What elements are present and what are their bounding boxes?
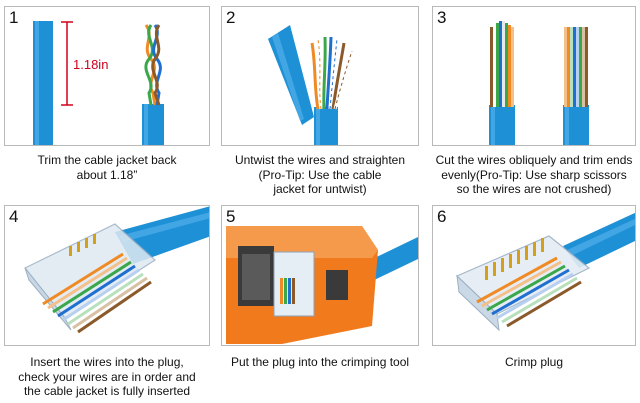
wires-even-trim (564, 27, 588, 107)
step-3: 3 (432, 6, 636, 196)
step-5: 5 Put the plug into the crimping tool (221, 205, 419, 401)
step-6: 6 (432, 205, 636, 401)
step-3-panel: 3 (432, 6, 636, 146)
step-6-panel: 6 (432, 205, 636, 346)
step-2-panel: 2 (221, 6, 419, 146)
step-4-illustration (24, 206, 209, 334)
step-5-number: 5 (226, 207, 236, 226)
caption-line: the cable jacket is fully inserted (23, 384, 191, 398)
step-3-illustration (489, 21, 589, 145)
step-6-illustration (455, 212, 635, 332)
step-1: 1 1.18in Trim the cable jacket back abou… (4, 6, 210, 191)
step-4-panel: 4 (4, 205, 210, 346)
caption-line: (Pro-Tip: Use the cable (258, 167, 382, 182)
crimped-wires (476, 256, 582, 328)
step-5-illustration (226, 226, 418, 344)
step-4-number: 4 (9, 207, 19, 226)
caption-line: Cut the wires obliquely and trim ends (435, 153, 633, 167)
step-3-caption: Cut the wires obliquely and trim ends ev… (432, 153, 636, 197)
step-6-caption: Crimp plug (432, 355, 636, 370)
caption-line: jacket for untwist) (273, 182, 367, 196)
measure-label: 1.18in (73, 57, 108, 72)
step-1-number: 1 (9, 8, 19, 27)
caption-line: Put the plug into the crimping tool (230, 355, 410, 369)
caption-line: Untwist the wires and straighten (234, 153, 406, 167)
step-1-panel: 1 1.18in (4, 6, 210, 146)
caption-line: check your wires are in order and (18, 369, 196, 384)
caption-line: about 1.18” (76, 167, 138, 182)
plug-contacts (69, 234, 96, 256)
step-4-caption: Insert the wires into the plug, check yo… (4, 355, 210, 399)
step-1-illustration: 1.18in (33, 21, 164, 145)
step-3-number: 3 (437, 8, 447, 27)
step-2-illustration (268, 25, 354, 145)
caption-line: Trim the cable jacket back (37, 153, 177, 167)
inserted-wires (42, 252, 152, 334)
step-2-number: 2 (226, 8, 236, 27)
caption-line: so the wires are not crushed) (456, 182, 612, 196)
step-2: 2 Untwist the wires and str (221, 6, 419, 196)
plug-wires (280, 278, 295, 304)
step-4: 4 (4, 205, 210, 401)
crimped-contacts (485, 238, 544, 280)
wires-oblique-cut (490, 21, 514, 107)
caption-line: evenly(Pro-Tip: Use sharp scissors (441, 167, 627, 182)
step-6-number: 6 (437, 207, 447, 226)
step-5-panel: 5 (221, 205, 419, 346)
twisted-pairs (144, 24, 162, 106)
step-5-caption: Put the plug into the crimping tool (221, 355, 419, 370)
step-1-caption: Trim the cable jacket back about 1.18” (4, 153, 210, 182)
step-2-caption: Untwist the wires and straighten (Pro-Ti… (221, 153, 419, 197)
caption-line: Crimp plug (504, 355, 564, 369)
caption-line: Insert the wires into the plug, (30, 355, 184, 369)
untwisted-wires (310, 36, 354, 110)
